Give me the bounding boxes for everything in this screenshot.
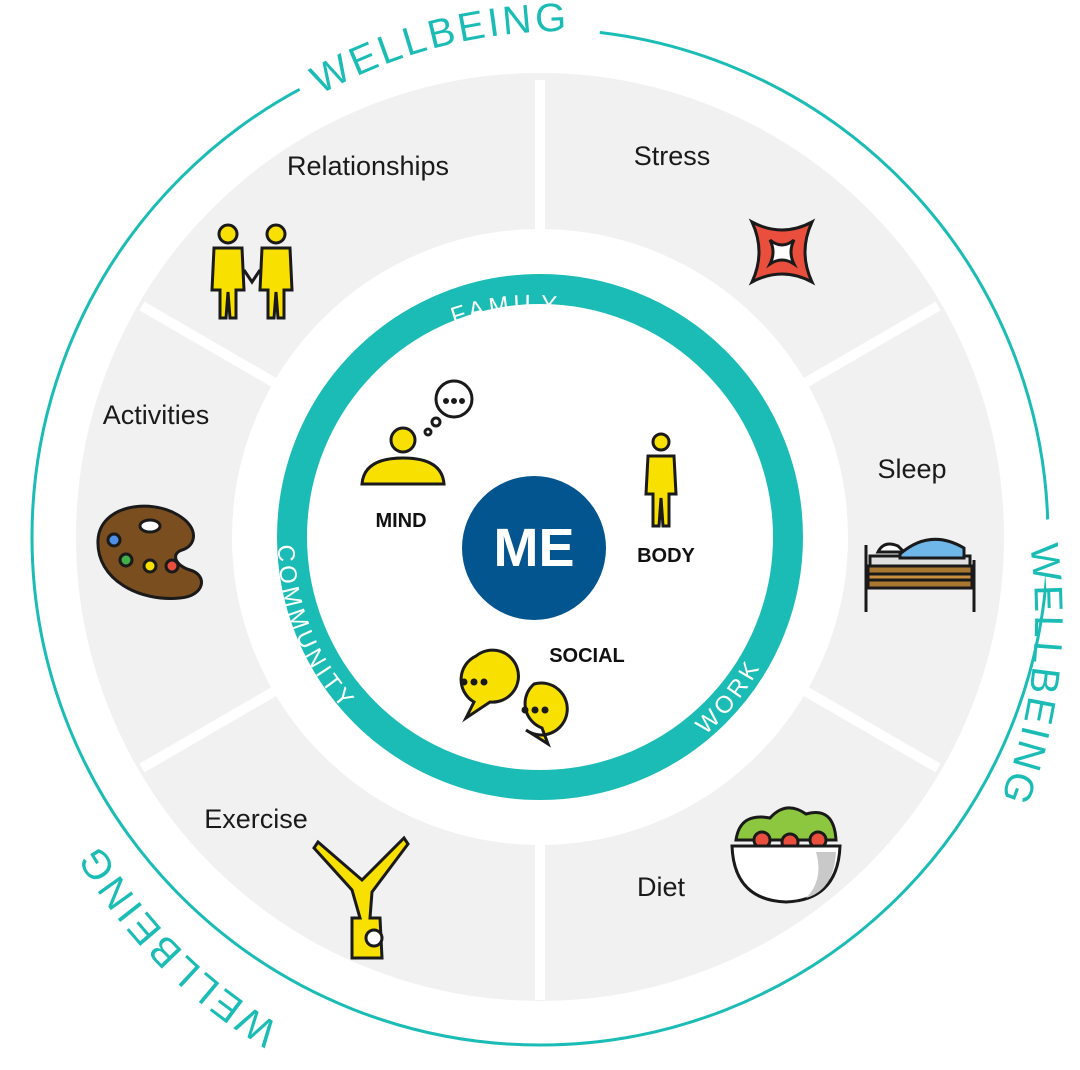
mind-label: MIND (375, 510, 426, 532)
segment-diet: Diet (637, 872, 686, 902)
segment-stress: Stress (634, 141, 711, 171)
me-label: ME (494, 518, 575, 578)
segment-relationships: Relationships (287, 151, 449, 181)
segment-separators (139, 80, 941, 1000)
speech-bubbles-icon (459, 648, 569, 748)
wellbeing-label-right: WELLBEING (991, 541, 1070, 812)
people-holding-hands-icon (210, 223, 294, 320)
segment-exercise: Exercise (204, 804, 308, 834)
paint-palette-icon (96, 504, 203, 600)
person-sleeping-in-bed-icon (864, 537, 976, 612)
teal-ring (277, 274, 803, 800)
body-person-icon (644, 432, 678, 528)
body-label: BODY (637, 545, 695, 567)
social-label: SOCIAL (549, 645, 625, 667)
salad-bowl-icon (730, 806, 842, 904)
segment-sleep: Sleep (877, 454, 946, 484)
segment-activities: Activities (103, 400, 210, 430)
handstand-person-icon (312, 835, 410, 960)
anger-symbol-icon (748, 218, 816, 286)
mind-icon (360, 379, 474, 486)
me-circle (462, 476, 606, 620)
